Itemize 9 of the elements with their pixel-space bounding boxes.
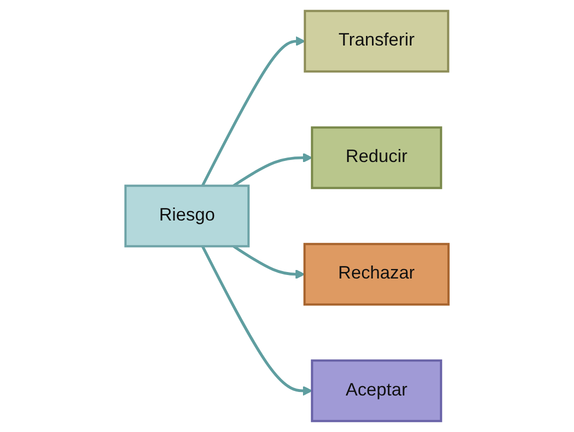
arrow bbox=[232, 152, 312, 187]
node-box: Transferir bbox=[304, 10, 450, 73]
node-box: Riesgo bbox=[124, 184, 250, 248]
arrow bbox=[201, 246, 312, 396]
arrow bbox=[201, 36, 306, 186]
node-box: Rechazar bbox=[303, 242, 450, 306]
arrow bbox=[232, 245, 305, 280]
node-box: Aceptar bbox=[310, 359, 442, 422]
node-box: Reducir bbox=[310, 126, 442, 190]
